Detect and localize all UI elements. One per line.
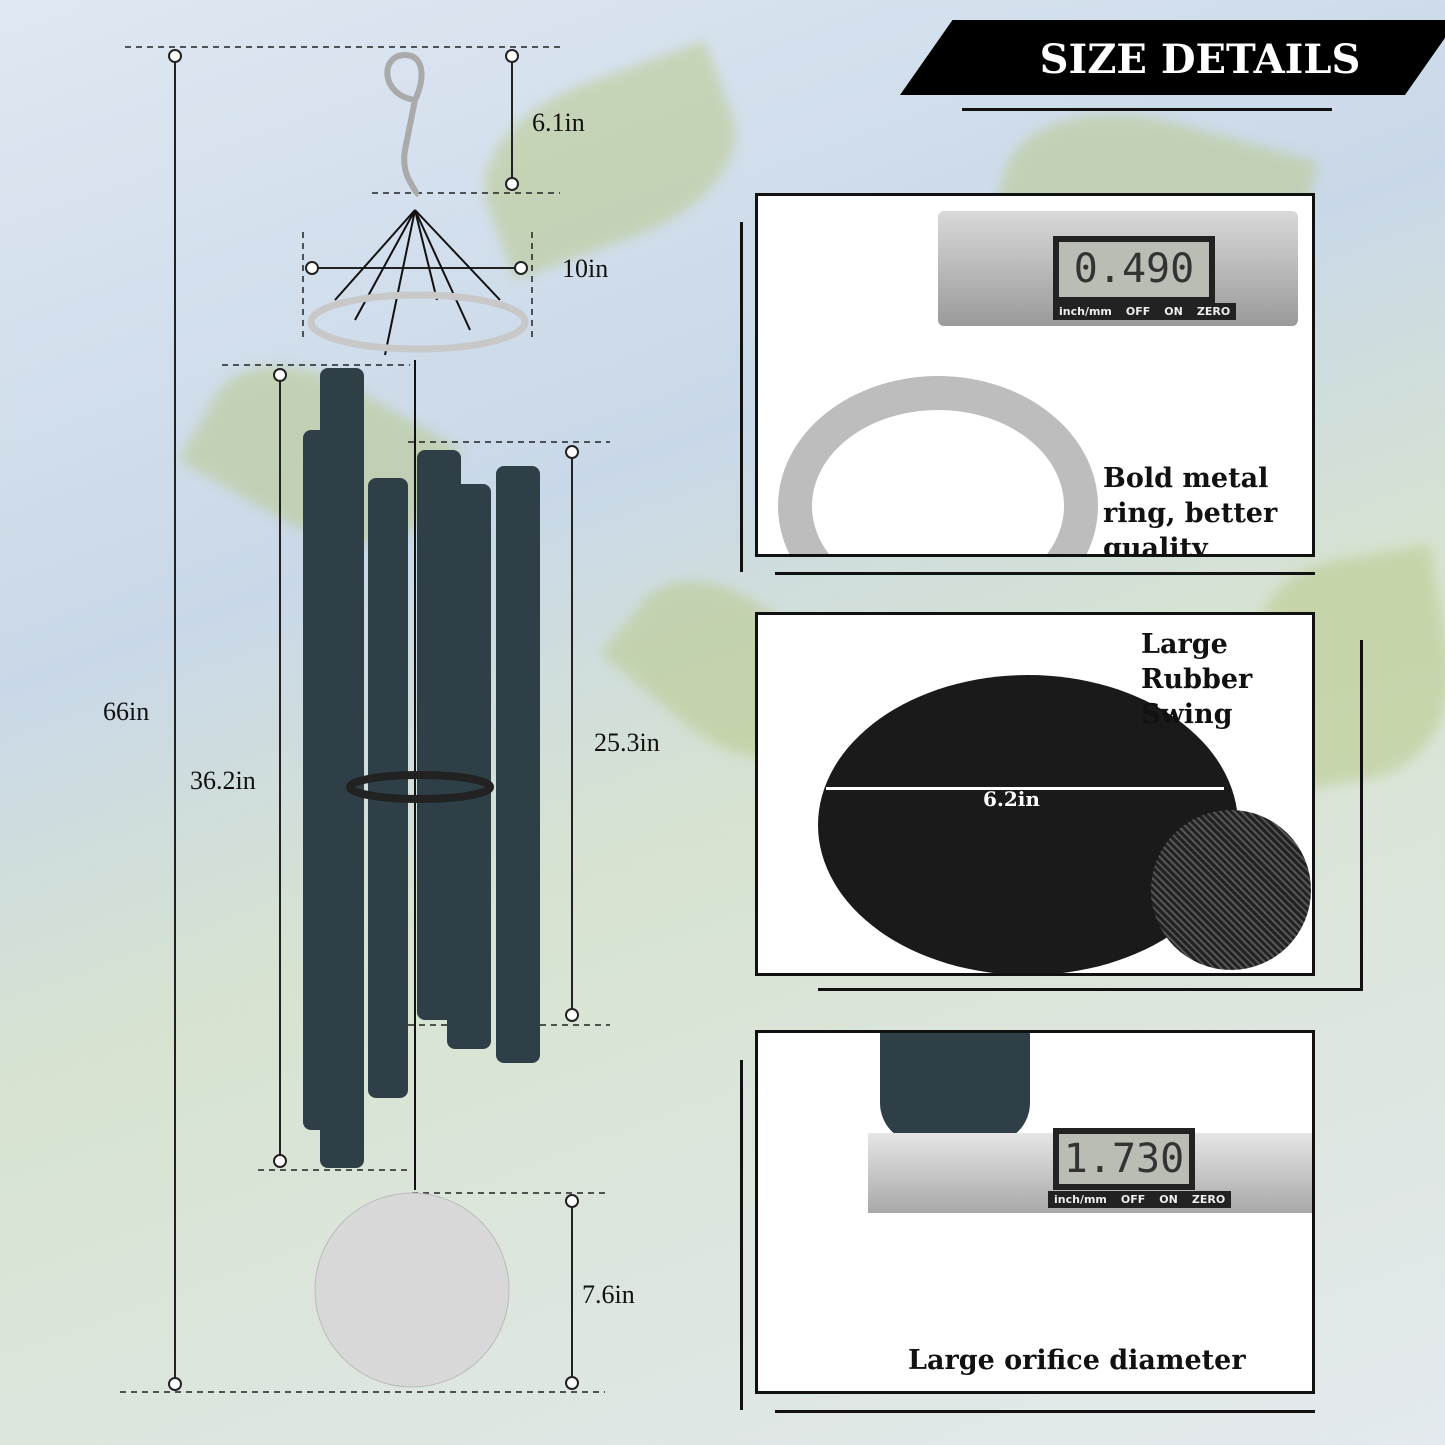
inch-mm-label: inch/mm <box>1054 1193 1107 1206</box>
hook-height-label: 6.1in <box>532 108 585 137</box>
texture-closeup <box>1151 810 1311 970</box>
page-title: SIZE DETAILS <box>1039 36 1361 83</box>
caliper-button-labels: inch/mm OFF ON ZERO <box>1048 1191 1232 1208</box>
inch-mm-label: inch/mm <box>1059 305 1112 318</box>
longest-tube-label: 36.2in <box>190 766 256 795</box>
tube-end <box>880 1033 1030 1143</box>
ring-caption: Bold metal ring, better quality <box>1103 463 1278 557</box>
ring-diameter-label: 10in <box>562 254 609 283</box>
metal-ring <box>778 376 1098 554</box>
off-label: OFF <box>1120 1193 1146 1206</box>
rubber-swing-panel: 6.2in Large Rubber Swing <box>755 612 1315 976</box>
caliper-display: 1.730 <box>1053 1128 1195 1190</box>
caliper-display: 0.490 <box>1053 236 1215 303</box>
panel-frame-line <box>818 988 1363 991</box>
panel-frame-line <box>775 1410 1315 1413</box>
on-label: ON <box>1164 305 1183 318</box>
on-label: ON <box>1159 1193 1178 1206</box>
measure-line <box>826 787 1224 790</box>
banner-underline <box>962 108 1332 111</box>
zero-label: ZERO <box>1196 305 1231 318</box>
panel-frame-line <box>775 572 1315 575</box>
ring-detail-panel: 0.490 inch/mm OFF ON ZERO Bold metal rin… <box>755 193 1315 557</box>
panel-frame-line <box>740 222 743 572</box>
caliper-button-labels: inch/mm OFF ON ZERO <box>1053 303 1237 320</box>
orifice-panel: 1.730 inch/mm OFF ON ZERO Large orifice … <box>755 1030 1315 1394</box>
shortest-tube-label: 25.3in <box>594 728 660 757</box>
panel-frame-line <box>1360 640 1363 990</box>
off-label: OFF <box>1125 305 1151 318</box>
measure-label: 6.2in <box>983 787 1040 811</box>
orifice-caption: Large orifice diameter <box>908 1345 1246 1376</box>
panel-frame-line <box>740 1060 743 1410</box>
swing-caption: Large Rubber Swing <box>1141 629 1253 730</box>
sail-height-label: 7.6in <box>582 1280 635 1309</box>
wind-chime-illustration <box>120 46 610 1393</box>
total-length-label: 66in <box>103 697 150 726</box>
zero-label: ZERO <box>1191 1193 1226 1206</box>
